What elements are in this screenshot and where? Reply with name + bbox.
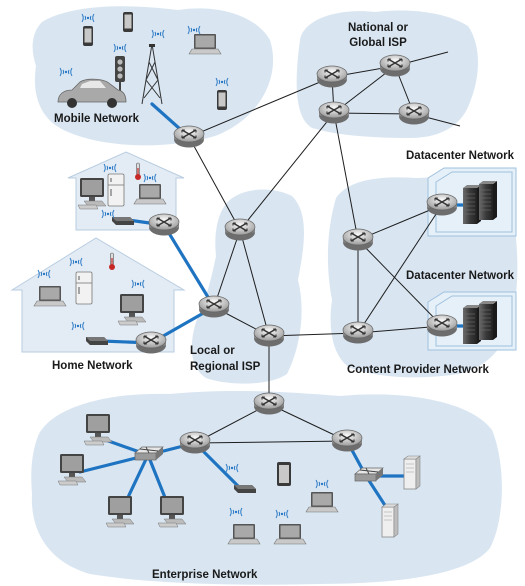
modem-icon	[234, 485, 256, 493]
national-isp-label-line2: Global ISP	[349, 37, 407, 49]
server-icon	[403, 455, 421, 490]
server-icon	[478, 180, 498, 221]
server-icon	[462, 304, 482, 345]
server-icon	[381, 503, 399, 538]
datacenter-servers-top	[462, 180, 498, 225]
router-icon	[331, 429, 363, 453]
smartphone-icon	[123, 12, 133, 32]
tablet-icon	[277, 462, 291, 486]
local-isp-label-line2: Regional ISP	[190, 361, 261, 373]
router-icon	[426, 314, 458, 338]
smartphone-icon	[83, 26, 93, 46]
traffic-light-icon	[115, 56, 125, 92]
datacenter-network-label-top: Datacenter Network	[406, 150, 515, 162]
smartphone-icon	[217, 90, 227, 110]
enterprise-devices	[57, 413, 421, 545]
router-icon	[198, 295, 230, 319]
refrigerator-icon	[107, 173, 125, 207]
datacenter-network-label-bottom: Datacenter Network	[406, 270, 515, 282]
router-icon	[135, 331, 167, 355]
router-icon	[224, 218, 256, 242]
router-icon	[173, 125, 205, 149]
router-icon	[318, 101, 350, 125]
router-icon	[342, 228, 374, 252]
router-icon	[179, 431, 211, 455]
mobile-network-label: Mobile Network	[54, 113, 140, 125]
server-icon	[478, 300, 498, 341]
server-icon	[462, 184, 482, 225]
backbone-links	[188, 51, 461, 444]
modem-icon	[112, 217, 134, 225]
mobile-devices	[57, 12, 229, 110]
router-icon	[379, 54, 411, 78]
car-icon	[57, 78, 127, 108]
router-icon	[426, 193, 458, 217]
router-icon	[398, 102, 430, 126]
content-provider-network-label: Content Provider Network	[347, 364, 489, 376]
modem-icon	[86, 337, 108, 345]
datacenter-servers-bottom	[462, 300, 498, 345]
home-network-label: Home Network	[52, 360, 133, 372]
router-icon	[316, 65, 348, 89]
local-isp-label-line1: Local or	[190, 345, 235, 357]
router-icon	[253, 324, 285, 348]
home-network-house	[10, 237, 186, 353]
cell-tower-icon	[141, 43, 163, 105]
refrigerator-icon	[75, 271, 93, 305]
router-icon	[342, 321, 374, 345]
national-isp-label-line1: National or	[348, 22, 409, 34]
enterprise-network-label: Enterprise Network	[152, 569, 258, 581]
home-network-house-top	[67, 151, 185, 231]
router-icon	[253, 392, 285, 416]
router-icon	[148, 213, 180, 237]
